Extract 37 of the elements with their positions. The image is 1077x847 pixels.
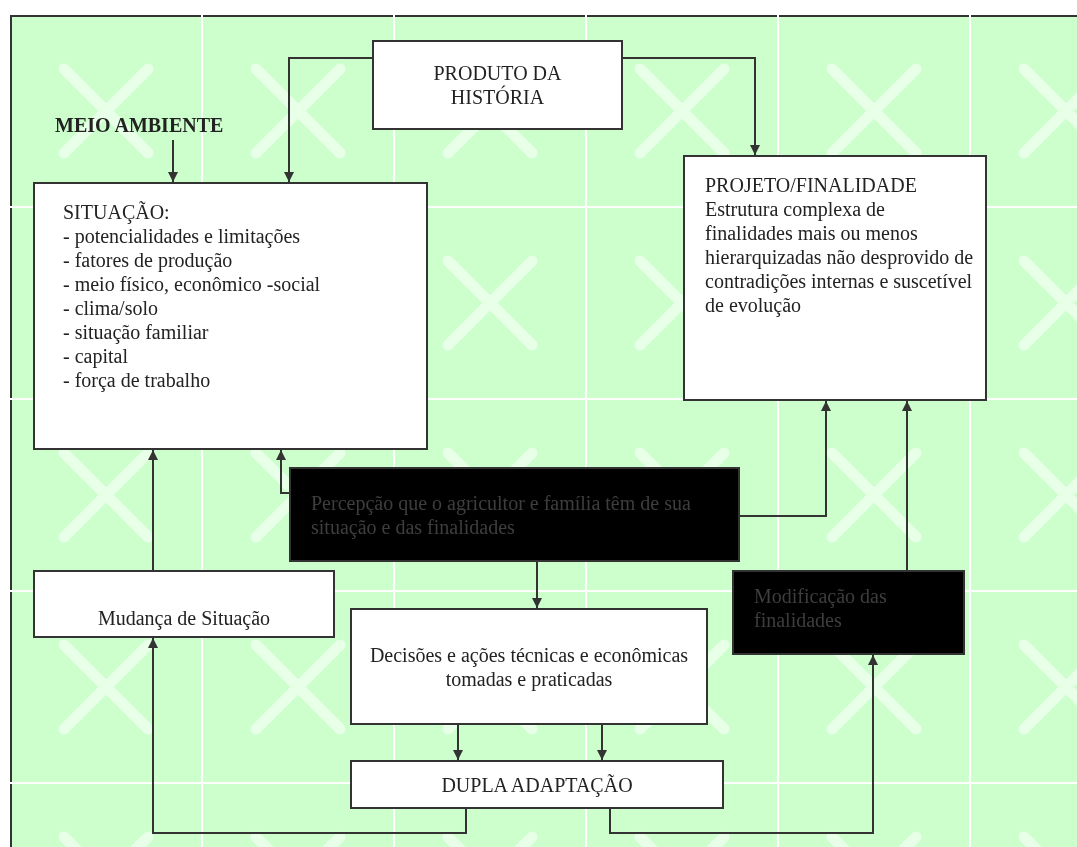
arrow <box>532 561 542 609</box>
box-title: Decisões e ações técnicas e econômicas tomadas e praticadas <box>368 642 690 691</box>
process-box <box>683 155 987 401</box>
arrow <box>276 449 290 494</box>
process-box <box>372 40 623 130</box>
dark-process-box <box>289 467 740 562</box>
arrow <box>609 654 878 834</box>
dark-process-box <box>732 570 965 655</box>
arrow <box>284 57 373 183</box>
box-title: Modificação das finalidades <box>754 584 888 632</box>
process-box <box>350 760 724 809</box>
box-text: Estrutura complexa de finalidades mais ou menos hierarquizadas não desprovido de contradições internas e suscetível de evolução <box>705 197 975 317</box>
arrow <box>902 400 912 571</box>
box-title: PROJETO/FINALIDADE <box>705 173 918 197</box>
box-text: - situação familiar <box>63 320 210 344</box>
box-text: - potencialidades e limitações <box>63 224 302 248</box>
box-text: - fatores de produção <box>63 248 234 272</box>
arrow <box>453 724 463 761</box>
box-title: Mudança de Situação <box>96 606 272 630</box>
process-box <box>33 570 335 638</box>
box-text: - clima/solo <box>63 296 159 320</box>
heading-text: MEIO AMBIENTE <box>55 110 283 140</box>
box-text: - força de trabalho <box>63 368 212 392</box>
process-box <box>350 608 708 725</box>
arrow <box>148 449 158 571</box>
box-title: SITUAÇÃO: <box>63 200 171 224</box>
arrow <box>148 637 467 834</box>
box-title: PRODUTO DA HISTÓRIA <box>432 61 563 109</box>
box-title: Percepção que o agricultor e família têm de sua situação e das finalidades <box>311 490 692 539</box>
arrow <box>168 139 178 183</box>
box-text: - capital <box>63 344 129 368</box>
process-box <box>33 182 428 450</box>
box-text: - meio físico, econômico -social <box>63 272 322 296</box>
arrow <box>622 57 760 156</box>
arrow <box>739 400 831 517</box>
arrow <box>597 724 607 761</box>
box-title: DUPLA ADAPTAÇÃO <box>440 772 634 797</box>
